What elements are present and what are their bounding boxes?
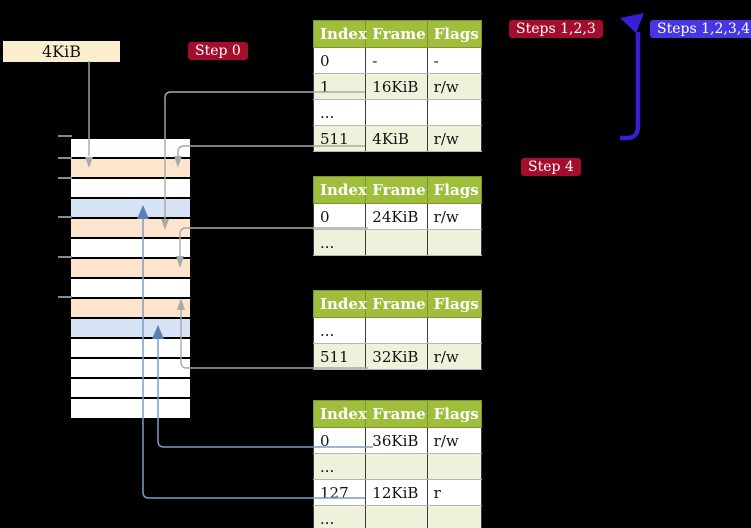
cell-index: 0 [312,427,367,454]
column-header-index: Index [312,176,367,204]
cell-index: ... [312,453,367,480]
cell-flags: r/w [426,343,483,370]
memory-frame-row-orange [71,159,190,179]
column-header-flags: Flags [426,176,483,204]
table-row: 511 32KiB r/w [312,343,483,370]
address-tick [58,296,72,298]
cell-flags [426,505,483,528]
steps-123-badge: Steps 1,2,3 [509,20,603,38]
address-tick [58,216,72,218]
cell-index: 127 [312,479,367,506]
steps-1234-badge: Steps 1,2,3,4 [650,20,751,38]
column-header-frame: Frame [365,400,428,428]
memory-frame-row-orange [71,299,190,319]
cell-flags [426,99,483,126]
table-row: 127 12KiB r [312,479,483,506]
cell-frame [365,99,428,126]
physical-memory-column [70,138,191,420]
table-row-highlighted: 511 4KiB r/w [312,125,483,152]
page-table-level-2: Index Frame Flags 0 24KiB r/w ... [312,176,483,256]
memory-frame-row-white [71,179,190,199]
table-row-ellipsis: ... [312,229,483,256]
cell-frame: 24KiB [365,203,428,230]
cell-flags: r/w [426,73,483,100]
cell-frame: 12KiB [365,479,428,506]
address-tick [58,135,72,137]
cell-index: ... [312,99,367,126]
cell-flags [426,317,483,344]
cell-index-highlighted: 511 [312,125,367,152]
column-header-index: Index [312,290,367,318]
cell-frame: 16KiB [365,73,428,100]
arrowhead-upleft-icon [620,13,644,33]
column-header-frame: Frame [365,20,428,48]
address-tick [58,157,72,159]
column-header-flags: Flags [426,290,483,318]
cell-flags: r/w [426,203,483,230]
address-tick [58,177,72,179]
frame-size-label: 4KiB [3,41,120,62]
table-row: 0 36KiB r/w [312,427,483,454]
memory-frame-row-white [71,279,190,299]
memory-frame-row-white [71,359,190,379]
cell-flags: r/w [426,427,483,454]
table-header-row: Index Frame Flags [312,400,483,428]
loop-back-arrow-shaft [620,32,641,141]
cell-frame [365,229,428,256]
memory-frame-row-blue [71,199,190,219]
cell-flags [426,453,483,480]
memory-frame-row-white [71,379,190,399]
cell-flags [426,229,483,256]
cell-index: 1 [312,73,367,100]
memory-frame-row-white [71,399,190,419]
memory-frame-row-white [71,239,190,259]
table-row-ellipsis: ... [312,505,483,528]
column-header-flags: Flags [426,400,483,428]
cell-frame: - [365,47,428,74]
cell-index: 0 [312,47,367,74]
page-table-level-4: Index Frame Flags 0 36KiB r/w ... 127 12… [312,400,483,528]
table-row-ellipsis: ... [312,453,483,480]
column-header-frame: Frame [365,290,428,318]
page-table-level-3: Index Frame Flags ... 511 32KiB r/w [312,290,483,370]
cell-frame: 36KiB [365,427,428,454]
cell-frame [365,505,428,528]
cell-frame [365,453,428,480]
address-tick [58,256,72,258]
memory-frame-row-orange [71,219,190,239]
memory-frame-row-orange [71,259,190,279]
column-header-index: Index [312,20,367,48]
cell-flags: r [426,479,483,506]
loop-back-arrow [620,13,644,141]
table-row: 0 24KiB r/w [312,203,483,230]
column-header-flags: Flags [426,20,483,48]
table-row-ellipsis: ... [312,317,483,344]
cell-index: ... [312,317,367,344]
memory-frame-row-white [71,139,190,159]
table-row: 0 - - [312,47,483,74]
column-header-index: Index [312,400,367,428]
cell-frame [365,317,428,344]
table-header-row: Index Frame Flags [312,20,483,48]
page-table-level-1: Index Frame Flags 0 - - 1 16KiB r/w ... … [312,20,483,152]
step-0-badge: Step 0 [188,42,248,60]
cell-index: 511 [312,343,367,370]
table-header-row: Index Frame Flags [312,176,483,204]
memory-frame-row-blue [71,319,190,339]
table-header-row: Index Frame Flags [312,290,483,318]
memory-frame-row-white [71,339,190,359]
cell-frame: 32KiB [365,343,428,370]
cell-flags: - [426,47,483,74]
cell-index: ... [312,229,367,256]
cell-index: ... [312,505,367,528]
cell-frame-highlighted: 4KiB [365,125,428,152]
table-row: 1 16KiB r/w [312,73,483,100]
cell-index: 0 [312,203,367,230]
table-row-ellipsis: ... [312,99,483,126]
column-header-frame: Frame [365,176,428,204]
step-4-badge: Step 4 [521,158,581,176]
cell-flags-highlighted: r/w [426,125,483,152]
